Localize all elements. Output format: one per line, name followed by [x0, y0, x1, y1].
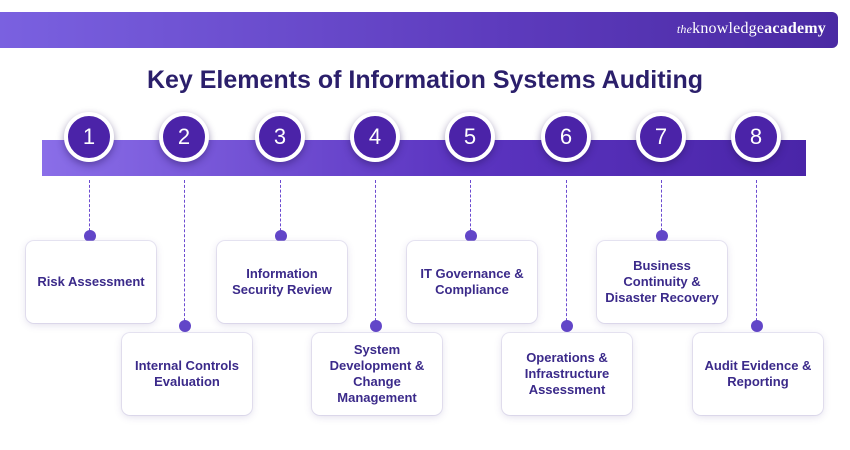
brand-knowledge: knowledge [692, 20, 765, 37]
step-card-3: Information Security Review [217, 241, 347, 323]
timeline-bar [42, 140, 806, 176]
step-number-6: 6 [541, 112, 591, 162]
connector-dot-4 [370, 320, 382, 332]
connector-2 [184, 180, 185, 326]
connector-7 [661, 180, 662, 236]
step-number-1: 1 [64, 112, 114, 162]
connector-4 [375, 180, 376, 326]
connector-dot-2 [179, 320, 191, 332]
step-card-2: Internal Controls Evaluation [122, 333, 252, 415]
brand-academy: academy [764, 20, 826, 37]
step-card-1: Risk Assessment [26, 241, 156, 323]
step-card-6: Operations & Infrastructure Assessment [502, 333, 632, 415]
step-card-4: System Development & Change Management [312, 333, 442, 415]
connector-3 [280, 180, 281, 236]
step-number-7: 7 [636, 112, 686, 162]
connector-dot-7 [656, 230, 668, 242]
connector-dot-5 [465, 230, 477, 242]
step-label-3: Information Security Review [232, 266, 332, 297]
connector-6 [566, 180, 567, 326]
step-number-5: 5 [445, 112, 495, 162]
connector-dot-6 [561, 320, 573, 332]
header-banner [0, 12, 838, 48]
step-label-6: Operations & Infrastructure Assessment [524, 350, 610, 397]
step-card-5: IT Governance & Compliance [407, 241, 537, 323]
step-number-4: 4 [350, 112, 400, 162]
connector-dot-3 [275, 230, 287, 242]
step-card-8: Audit Evidence & Reporting [693, 333, 823, 415]
step-label-5: IT Governance & Compliance [420, 266, 524, 297]
step-label-4: System Development & Change Management [329, 342, 425, 405]
step-card-7: Business Continuity & Disaster Recovery [597, 241, 727, 323]
step-label-8: Audit Evidence & Reporting [704, 358, 812, 389]
page-title: Key Elements of Information Systems Audi… [146, 66, 704, 94]
brand-logo: theknowledgeacademy [677, 20, 826, 38]
step-number-3: 3 [255, 112, 305, 162]
connector-5 [470, 180, 471, 236]
step-number-8: 8 [731, 112, 781, 162]
step-number-2: 2 [159, 112, 209, 162]
connector-1 [89, 180, 90, 236]
connector-dot-1 [84, 230, 96, 242]
connector-8 [756, 180, 757, 326]
connector-dot-8 [751, 320, 763, 332]
step-label-2: Internal Controls Evaluation [134, 358, 239, 389]
brand-prefix: the [676, 22, 693, 36]
step-label-7: Business Continuity & Disaster Recovery [605, 258, 719, 305]
step-label-1: Risk Assessment [37, 274, 145, 289]
